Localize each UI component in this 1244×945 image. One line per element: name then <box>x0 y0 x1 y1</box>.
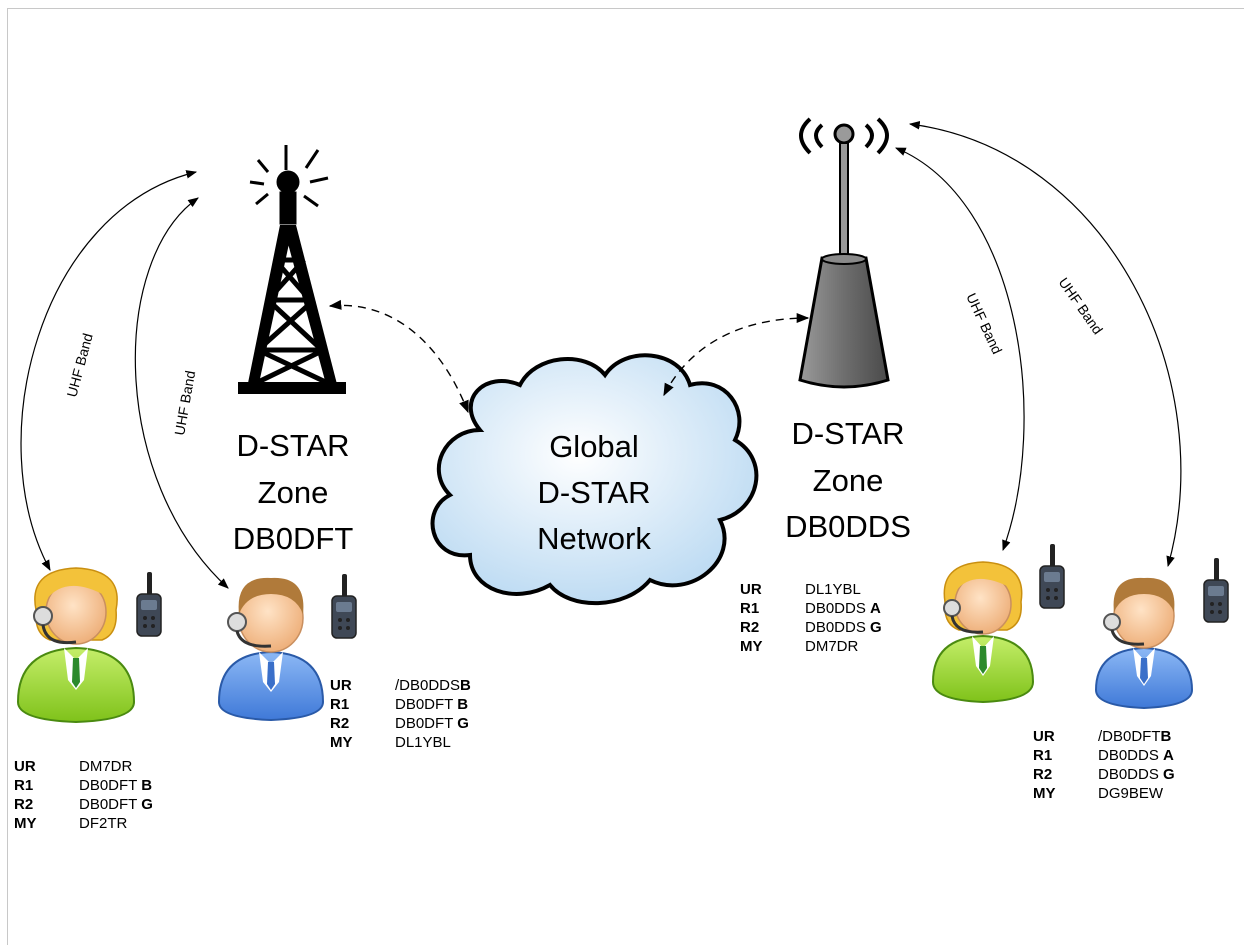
info-suffix: B <box>457 696 469 713</box>
uhf-band-label-4: UHF Band <box>1056 275 1107 338</box>
info-value: DB0DDS <box>805 619 871 636</box>
lattice-tower-icon <box>238 145 346 394</box>
info-suffix: A <box>1163 747 1174 764</box>
info-value: DM7DR <box>79 758 133 775</box>
info-suffix: G <box>457 715 469 732</box>
info-value: DF2TR <box>79 815 128 832</box>
info-key: UR <box>740 581 762 598</box>
info-key: R2 <box>330 715 350 732</box>
info-row: R2 DB0DDS G <box>1033 765 1175 784</box>
uhf-link-2 <box>134 197 229 589</box>
info-value: DB0DDS <box>1098 747 1164 764</box>
info-row: R1 DB0DDS A <box>1033 746 1175 765</box>
info-key: R1 <box>1033 747 1053 764</box>
network-cloud <box>430 353 759 606</box>
tower-right-label-line2: Zone <box>813 463 884 498</box>
radio-icon-1 <box>136 571 162 637</box>
tower-right-label-line3: DB0DDS <box>785 509 911 544</box>
info-row: R1 DB0DDS A <box>740 599 882 618</box>
uhf-link-4 <box>908 120 1182 568</box>
radio-icon-2 <box>331 573 357 639</box>
info-row: R2 DB0DFT G <box>330 714 471 733</box>
info-value: DB0DDS <box>805 600 871 617</box>
info-key: MY <box>1033 785 1056 802</box>
uhf-link-1 <box>20 170 198 571</box>
network-link-left <box>328 299 469 414</box>
uhf-band-label-2: UHF Band <box>171 369 198 436</box>
info-key: MY <box>740 638 763 655</box>
info-key: UR <box>330 677 352 694</box>
info-suffix: B <box>460 677 471 694</box>
user-avatar-1 <box>16 567 136 724</box>
info-key: UR <box>14 758 36 775</box>
network-label-line1: Global <box>549 429 639 464</box>
info-row: UR DM7DR <box>14 757 153 776</box>
uhf-band-label-1: UHF Band <box>63 332 95 399</box>
info-row: R1 DB0DFT B <box>330 695 471 714</box>
info-value: DL1YBL <box>805 581 861 598</box>
tower-left-label-line3: DB0DFT <box>233 521 354 556</box>
info-key: UR <box>1033 728 1055 745</box>
user-avatar-4 <box>1094 577 1194 710</box>
info-value: /DB0DDS <box>395 677 461 694</box>
info-row: MY DG9BEW <box>1033 784 1175 803</box>
info-key: MY <box>14 815 37 832</box>
network-label-line2: D-STAR <box>537 475 650 510</box>
info-key: MY <box>330 734 353 751</box>
info-value: DL1YBL <box>395 734 451 751</box>
info-value: DG9BEW <box>1098 785 1164 802</box>
network-label-line3: Network <box>537 521 651 556</box>
info-key: R1 <box>330 696 350 713</box>
info-value: DM7DR <box>805 638 859 655</box>
info-row: R1 DB0DFT B <box>14 776 153 795</box>
info-value: DB0DFT <box>79 777 142 794</box>
info-suffix: B <box>1160 728 1172 745</box>
info-key: R1 <box>740 600 760 617</box>
info-key: R2 <box>740 619 760 636</box>
info-key: R2 <box>14 796 34 813</box>
uhf-band-label-3: UHF Band <box>963 291 1005 357</box>
user-avatar-2 <box>217 577 325 722</box>
info-row: UR DL1YBL <box>740 580 882 599</box>
info-suffix: G <box>1163 766 1175 783</box>
antenna-tower-icon <box>798 117 890 389</box>
info-value: /DB0DFT <box>1098 728 1161 745</box>
info-value: DB0DDS <box>1098 766 1164 783</box>
tower-right-label-line1: D-STAR <box>791 416 904 451</box>
user-avatar-3 <box>931 561 1035 704</box>
info-row: R2 DB0DFT G <box>14 795 153 814</box>
info-key: R2 <box>1033 766 1053 783</box>
network-link-right <box>663 312 810 397</box>
info-row: R2 DB0DDS G <box>740 618 882 637</box>
info-suffix: G <box>141 796 153 813</box>
info-key: R1 <box>14 777 34 794</box>
info-value: DB0DFT <box>79 796 142 813</box>
info-suffix: G <box>870 619 882 636</box>
info-suffix: B <box>141 777 153 794</box>
radio-icon-4 <box>1203 557 1229 623</box>
info-row: MY DF2TR <box>14 814 153 833</box>
info-value: DB0DFT <box>395 696 458 713</box>
info-row: MY DM7DR <box>740 637 882 656</box>
radio-icon-3 <box>1039 543 1065 609</box>
info-value: DB0DFT <box>395 715 458 732</box>
info-row: MY DL1YBL <box>330 733 471 752</box>
tower-left-label-line1: D-STAR <box>236 428 349 463</box>
info-suffix: A <box>870 600 881 617</box>
tower-left-label-line2: Zone <box>258 475 329 510</box>
